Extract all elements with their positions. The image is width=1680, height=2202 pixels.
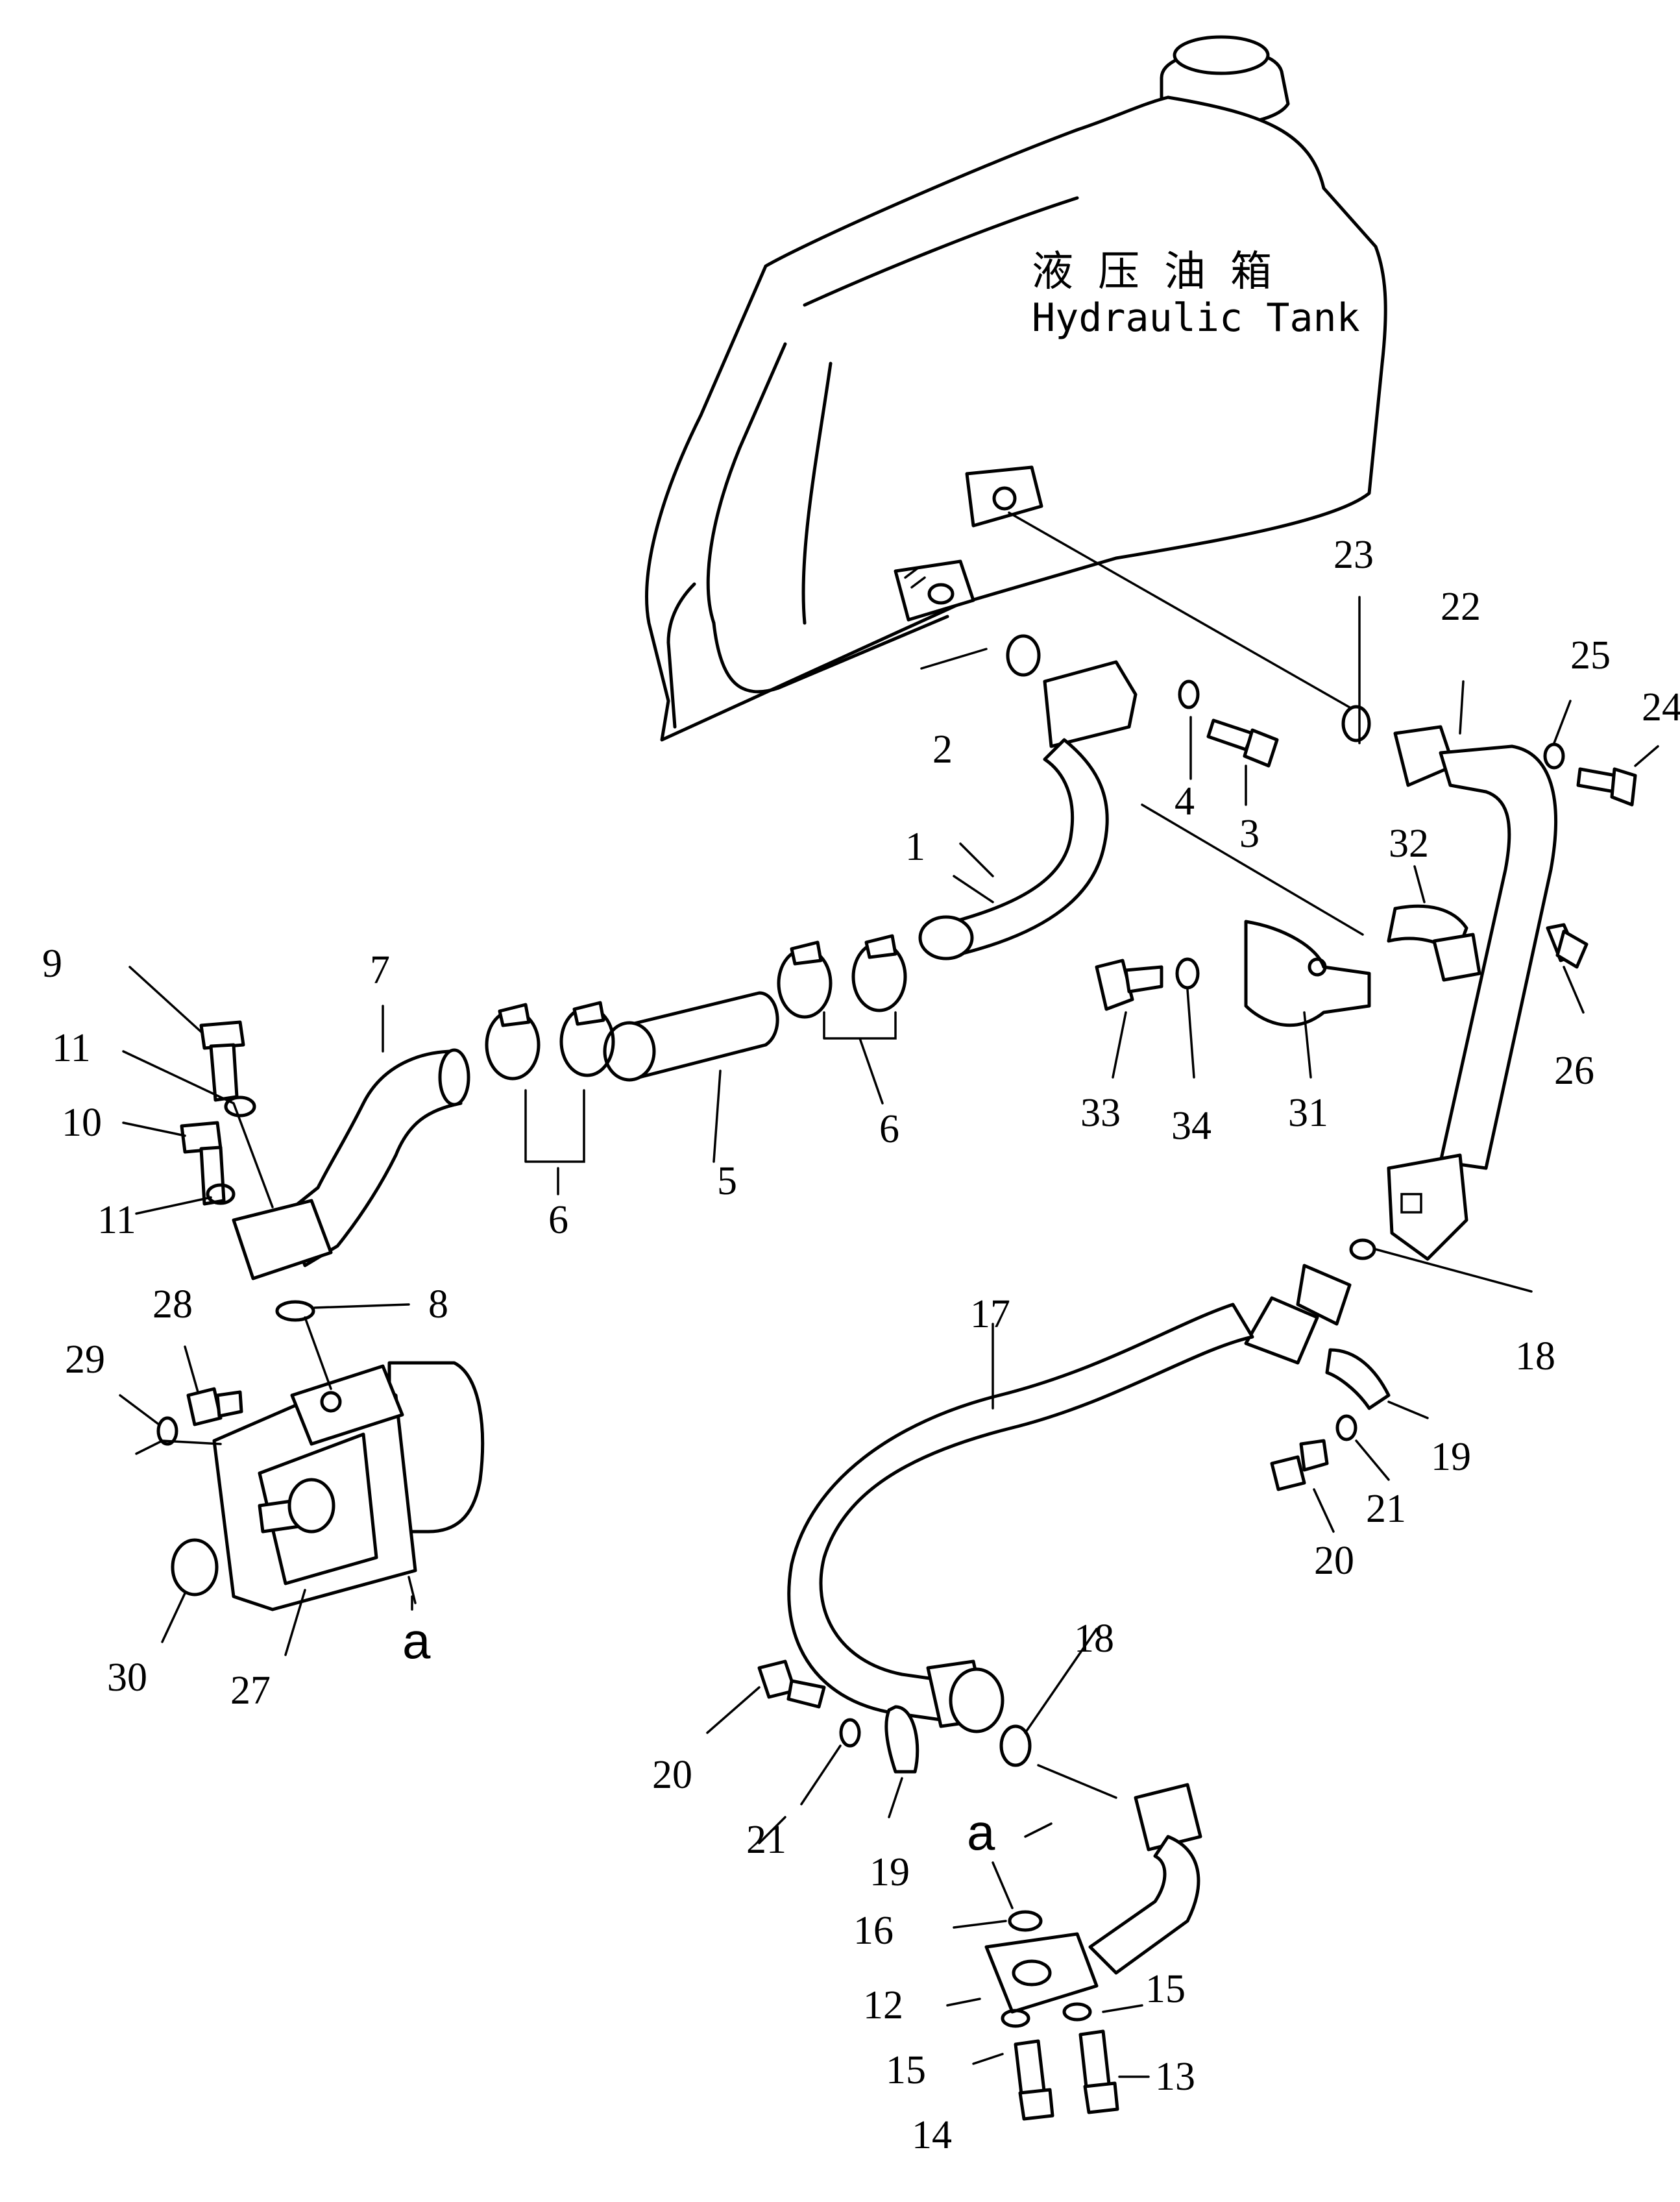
hose-5 [603, 991, 779, 1082]
title-english: Hydraulic Tank [1032, 295, 1360, 341]
callout-18-upper: 18 [1515, 1334, 1555, 1378]
callout-21-lower: 21 [746, 1818, 786, 1862]
bolt-3 [1206, 718, 1279, 768]
callout-34: 34 [1171, 1104, 1211, 1148]
callout-14: 14 [912, 2113, 952, 2157]
o-ring-8 [275, 1300, 315, 1322]
callout-numbers: 1 2 3 4 5 6 6 7 8 9 10 11 11 12 13 14 15… [42, 533, 1680, 2157]
callout-26: 26 [1554, 1049, 1594, 1093]
washer-4 [1178, 679, 1200, 709]
bolt-20-lower [757, 1659, 826, 1709]
washer-34 [1175, 957, 1200, 990]
washer-15-left [1001, 2009, 1030, 2028]
ref-mark-lower: a [967, 1804, 995, 1861]
callout-20-lower: 20 [652, 1753, 692, 1797]
callout-12: 12 [863, 1983, 903, 2027]
pipe-12 [984, 1783, 1202, 2014]
washer-29 [156, 1416, 178, 1446]
callout-7: 7 [370, 948, 390, 992]
callout-1: 1 [905, 825, 925, 869]
callout-20-upper: 20 [1314, 1539, 1354, 1583]
callout-22: 22 [1441, 585, 1481, 629]
callout-10: 10 [62, 1101, 102, 1145]
hose-17 [787, 1264, 1352, 1733]
hose-clamps-6-left [485, 1001, 615, 1081]
callout-31: 31 [1288, 1091, 1328, 1135]
callout-23: 23 [1333, 533, 1374, 577]
callout-3: 3 [1239, 812, 1260, 856]
callout-5: 5 [717, 1159, 737, 1203]
bolt-13 [1078, 2029, 1119, 2114]
clamp-32 [1387, 904, 1481, 982]
o-ring-23 [1341, 705, 1371, 742]
callout-16: 16 [853, 1909, 894, 1953]
callout-28: 28 [152, 1282, 193, 1327]
leader-lines [119, 511, 1659, 2078]
o-ring-2 [1006, 634, 1041, 677]
callout-19-upper: 19 [1431, 1435, 1471, 1479]
callout-11-lower: 11 [97, 1198, 136, 1242]
callout-13: 13 [1155, 2055, 1195, 2099]
return-pipe-22 [1387, 725, 1557, 1261]
callout-32: 32 [1389, 822, 1429, 866]
bolt-14 [1014, 2039, 1054, 2121]
plug-26 [1546, 923, 1589, 969]
callout-24: 24 [1642, 685, 1680, 729]
tank-title: 液压油箱 Hydraulic Tank [1032, 248, 1360, 341]
o-ring-16 [1008, 1910, 1043, 1932]
bolt-10 [180, 1121, 226, 1206]
callout-19-lower: 19 [870, 1850, 910, 1894]
washer-15-right [1062, 2002, 1092, 2022]
ref-arrow-lower [992, 1861, 1014, 1909]
callout-27: 27 [230, 1669, 271, 1713]
washer-21-lower [839, 1718, 861, 1748]
bolt-9 [199, 1020, 245, 1102]
title-chinese: 液压油箱 [1032, 248, 1297, 296]
pipe-7 [232, 1048, 470, 1280]
callout-18-lower: 18 [1074, 1617, 1114, 1661]
callout-29: 29 [65, 1338, 105, 1382]
callout-4: 4 [1175, 779, 1195, 824]
o-ring-18-upper [1349, 1238, 1376, 1260]
washer-21-upper [1335, 1414, 1357, 1441]
washer-11-lower [206, 1183, 236, 1205]
clamp-19-lower [884, 1705, 919, 1774]
callout-11-upper: 11 [52, 1026, 91, 1070]
hose-clamps-6-right [777, 934, 907, 1019]
suction-pipe-1 [918, 660, 1138, 960]
callout-8: 8 [428, 1282, 448, 1327]
washer-25 [1543, 742, 1565, 770]
hydraulic-tank [645, 35, 1387, 742]
bolt-28 [186, 1387, 243, 1426]
callout-6-left: 6 [548, 1198, 568, 1242]
ref-mark-upper: a [402, 1612, 431, 1669]
callout-15-right: 15 [1145, 1967, 1186, 2011]
callout-25: 25 [1570, 633, 1611, 678]
washer-11-upper [224, 1095, 256, 1118]
clamp-19-upper [1325, 1348, 1391, 1410]
callout-17: 17 [970, 1292, 1010, 1336]
bolt-33 [1095, 959, 1163, 1011]
callout-6-right: 6 [879, 1107, 899, 1151]
callout-30: 30 [107, 1656, 147, 1700]
bolt-24 [1576, 767, 1637, 807]
callout-2: 2 [932, 728, 953, 772]
callout-33: 33 [1080, 1091, 1121, 1135]
pump-27 [212, 1361, 485, 1611]
callout-15-left: 15 [886, 2048, 926, 2092]
callout-9: 9 [42, 942, 62, 986]
callout-21-upper: 21 [1366, 1487, 1406, 1531]
o-ring-18-lower [999, 1724, 1032, 1767]
o-ring-30 [171, 1538, 219, 1596]
bracket-31 [1244, 920, 1371, 1027]
bolt-20-upper [1270, 1439, 1329, 1491]
